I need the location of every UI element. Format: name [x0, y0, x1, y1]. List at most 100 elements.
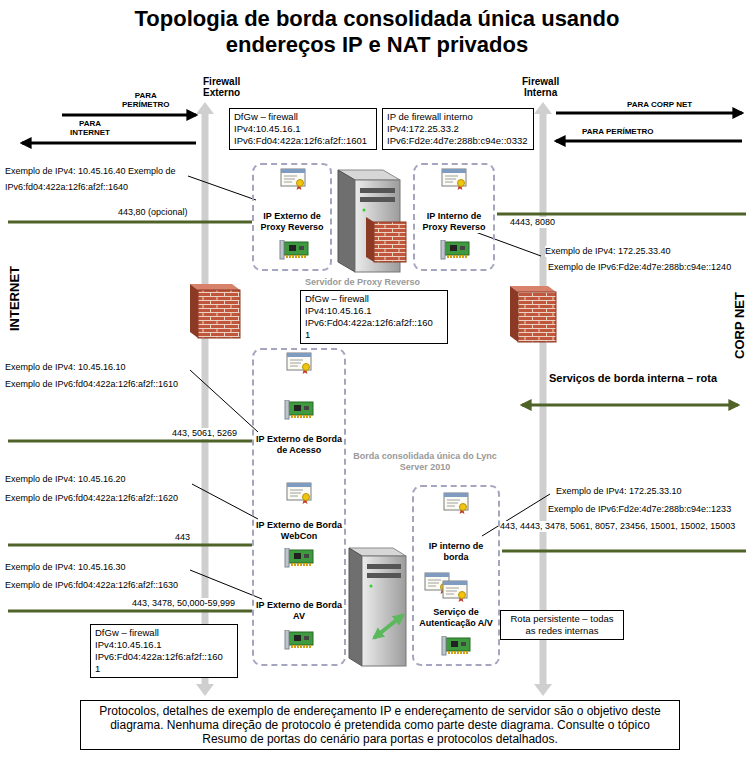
label-holder: CORP NET [731, 292, 746, 359]
node-text: IP interno de borda [416, 541, 496, 563]
label-holder: Exemplo de IPv6:fd04:422a:12f6:af2f::162… [5, 493, 178, 504]
label-holder: 443, 4443, 3478, 5061, 8057, 23456, 1500… [500, 521, 748, 532]
direction-arrow [22, 142, 196, 145]
node-text: IP de firewall interno [387, 111, 529, 123]
interface-group: IP Externo de Proxy Reverso [252, 163, 332, 271]
label-holder: Firewall Interna [522, 76, 559, 98]
diagram-caption: Protocolos, detalhes de exemplo de ender… [89, 704, 671, 746]
leader-line [470, 230, 541, 256]
direction-arrow [62, 114, 196, 117]
firewall-wall [510, 286, 556, 292]
annotation-label: Exemplo de IPv4: 172.25.33.40 [545, 246, 671, 257]
node-text: Rota persistente – todas as redes intern… [505, 613, 619, 637]
network-route [8, 221, 252, 224]
annotation-label: 443, 3478, 50,000-59,999 [132, 598, 235, 609]
leader-line [190, 370, 258, 432]
server-illustration [349, 548, 362, 666]
leader-line [188, 176, 550, 599]
address-box: IP de firewall internoIPv4:172.25.33.2IP… [382, 108, 534, 150]
label-holder: 443, 5061, 5269 [172, 428, 237, 439]
annotation-label: IPv6:fd04:422a:12f6:af2f::1640 [5, 182, 128, 193]
label-holder: Exemplo de IPv4: 172.25.33.10 [556, 486, 682, 497]
firewall-boundary [196, 102, 214, 114]
node-text: IPv4:10.45.16.1 [305, 305, 443, 317]
annotation-label: 4443, 8080 [510, 217, 555, 228]
node-text: IP Externo de Proxy Reverso [256, 211, 328, 233]
title-holder: Topologia de borda consolidada única usa… [117, 6, 637, 58]
label-holder: IPv6:fd04:422a:12f6:af2f::1640 [5, 182, 128, 193]
node-text: IP Interno de Proxy Reverso [417, 211, 491, 233]
node-text: DfGw – firewall [305, 293, 443, 305]
network-card-icon [285, 400, 313, 419]
node-text: DfGw – firewall [234, 111, 372, 123]
certificate-icon [442, 169, 466, 190]
label-holder: Borda consolidada única do Lync Server 2… [350, 451, 500, 473]
server-illustration [374, 615, 403, 638]
server-illustration [367, 573, 401, 578]
firewall-wall [198, 290, 240, 338]
node-text: IPv6:Fd04:422a:12f6:af2f::160 1 [95, 651, 223, 675]
firewall-boundary [196, 102, 552, 696]
annotation-label: 443,80 (opcional) [118, 207, 188, 218]
label-holder: 4443, 8080 [510, 217, 555, 228]
network-card-icon [285, 630, 313, 649]
label-holder: 443,80 (opcional) [118, 207, 188, 218]
label-holder: Servidor de Proxy Reverso [305, 277, 420, 288]
server-illustration [362, 556, 406, 666]
firewall-wall [510, 286, 518, 342]
node-text: IP Externo de Borda de Acesso [256, 434, 342, 456]
annotation-label: Exemplo de IPv4: 10.45.16.40 Exemplo de [5, 166, 176, 177]
certificate-icon [444, 493, 468, 514]
network-route [8, 610, 252, 613]
annotation-label: Borda consolidada única do Lync Server 2… [350, 451, 500, 473]
label-holder: Exemplo de IPv4: 10.45.16.30 [5, 562, 126, 573]
server-illustration [366, 217, 374, 262]
annotation-label: Exemplo de IPv4: 10.45.16.10 [5, 362, 126, 373]
node-text: IPv4:172.25.33.2 [387, 123, 529, 135]
label-holder: INTERNET [7, 266, 22, 331]
label-holder: Exemplo de IPv6:fd04:422a:12f6:af2f::161… [5, 379, 178, 390]
certificate-icon [287, 483, 311, 504]
direction-arrow [556, 140, 742, 143]
network-card-icon [280, 240, 308, 259]
node-text: DfGw – firewall [95, 627, 233, 639]
firewall-wall [518, 292, 556, 342]
label-holder: Exemplo de IPv4: 10.45.16.20 [5, 474, 126, 485]
label-holder: 443 [175, 532, 190, 543]
node-text: IP Externo de Borda WebCon [256, 520, 342, 542]
label-holder: Serviços de borda interna – rota [548, 372, 718, 385]
annotation-label: Exemplo de IPv6:Fd2e:4d7e:288b:c94e::124… [548, 262, 731, 273]
annotation-label: Exemplo de IPv6:fd04:422a:12f6:af2f::163… [5, 580, 178, 591]
firewall-boundary [534, 684, 552, 696]
annotation-label: 443, 5061, 5269 [172, 428, 237, 439]
firewall-wall [190, 284, 240, 290]
annotation-label: Exemplo de IPv4: 10.45.16.30 [5, 562, 126, 573]
server-illustration [338, 170, 355, 272]
network-route [522, 404, 738, 407]
server-illustration [360, 188, 395, 193]
label-holder: Exemplo de IPv6:Fd2e:4d7e:288b:c94e::124… [548, 262, 731, 273]
label-holder: PARA PERÍMETRO [582, 127, 654, 136]
address-box: DfGw – firewallIPv4:10.45.16.1IPv6:Fd04:… [300, 290, 448, 344]
diagram-title: Topologia de borda consolidada única usa… [117, 6, 637, 58]
annotation-label: PARA CORP NET [627, 100, 692, 109]
server-illustration [374, 222, 406, 262]
leader-line [188, 176, 256, 200]
server-illustration [367, 564, 401, 569]
server-illustration [360, 197, 395, 202]
node-text: IPv6:Fd04:422a:12f6:af2f::1601 [234, 135, 372, 147]
label-holder: Firewall Externo [203, 76, 240, 98]
network-route [502, 550, 746, 553]
annotation-label: CORP NET [731, 292, 746, 359]
address-box: DfGw – firewallIPv4:10.45.16.1IPv6:Fd04:… [90, 624, 238, 678]
annotation-label: 443 [175, 532, 190, 543]
label-holder: PARA INTERNET [70, 119, 110, 137]
address-box: DfGw – firewallIPv4:10.45.16.1IPv6:Fd04:… [229, 108, 377, 150]
address-box: Rota persistente – todas as redes intern… [500, 610, 624, 640]
label-holder: PARA CORP NET [627, 100, 692, 109]
node-text: IP Externo de Borda AV [256, 600, 342, 622]
label-holder: 443, 3478, 50,000-59,999 [132, 598, 235, 609]
annotation-label: Servidor de Proxy Reverso [305, 277, 420, 288]
certificate-icon [281, 169, 305, 190]
